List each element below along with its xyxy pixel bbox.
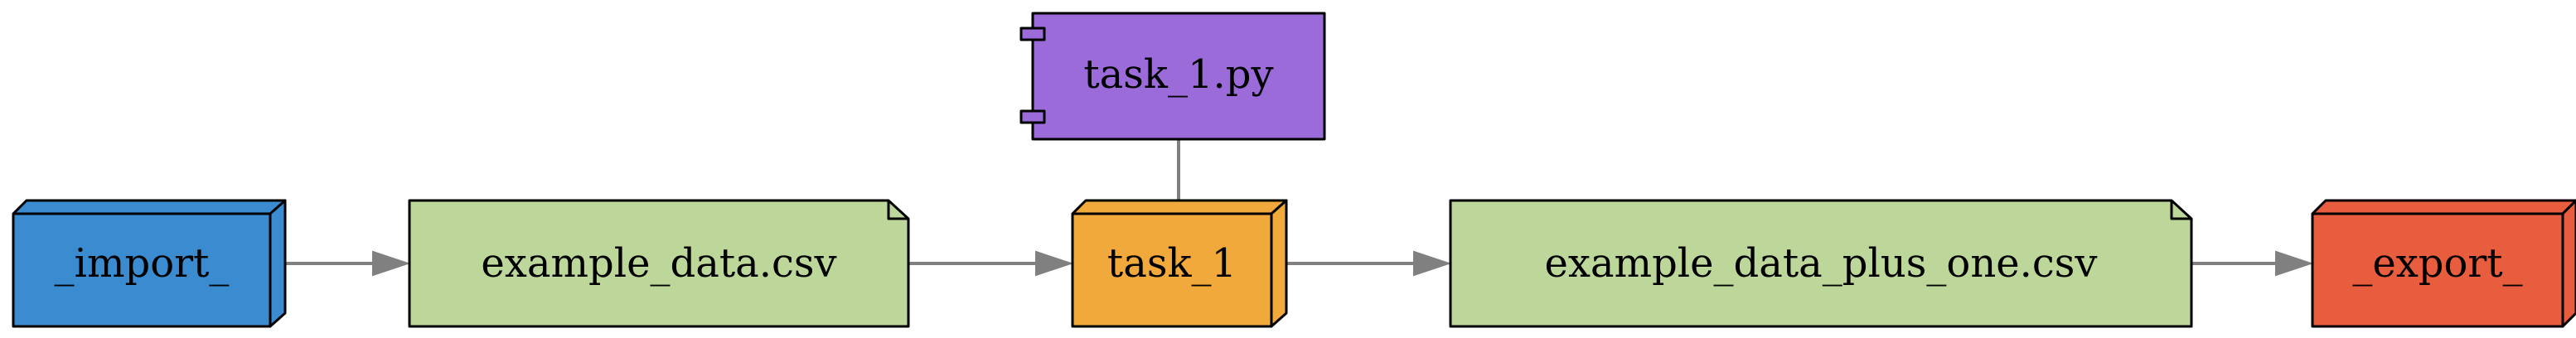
node-example-data-plus-one: example_data_plus_one.csv [1449,199,2193,328]
node-export: _export_ [2311,199,2576,328]
edge-example-data-plus-one-to-export [2191,250,2314,277]
node-task-1-py-tab-top [1019,27,1046,41]
edge-example-data-to-task-1 [908,250,1074,277]
edge-task-1-to-example-data-plus-one [1286,250,1452,277]
node-import-top [12,199,287,215]
node-example-data-plus-one-fold [2170,200,2191,220]
node-task-1-py-tab-bottom [1019,109,1046,124]
node-export-top [2311,199,2576,215]
edges [285,139,2314,277]
node-export-side [2561,199,2576,328]
node-task-1-py-body [1031,12,1326,141]
node-task-1-side [1270,199,1288,328]
node-example-data-body [408,199,910,328]
node-task-1-py-label: task_1.py [1083,51,1273,98]
node-example-data-plus-one-body [1449,199,2193,328]
node-export-label: _export_ [2352,240,2522,287]
node-import: _import_ [12,199,287,328]
node-task-1: task_1 [1071,199,1288,328]
node-example-data-plus-one-label: example_data_plus_one.csv [1544,240,2097,287]
node-task-1-py: task_1.py [1019,12,1326,141]
node-example-data-label: example_data.csv [481,240,836,287]
node-example-data-fold [887,200,908,220]
node-task-1-top [1071,199,1288,215]
node-task-1-label: task_1 [1107,240,1237,287]
edge-import-to-example-data [285,250,411,277]
node-import-label: _import_ [55,240,230,287]
node-import-side [269,199,287,328]
node-example-data: example_data.csv [408,199,910,328]
